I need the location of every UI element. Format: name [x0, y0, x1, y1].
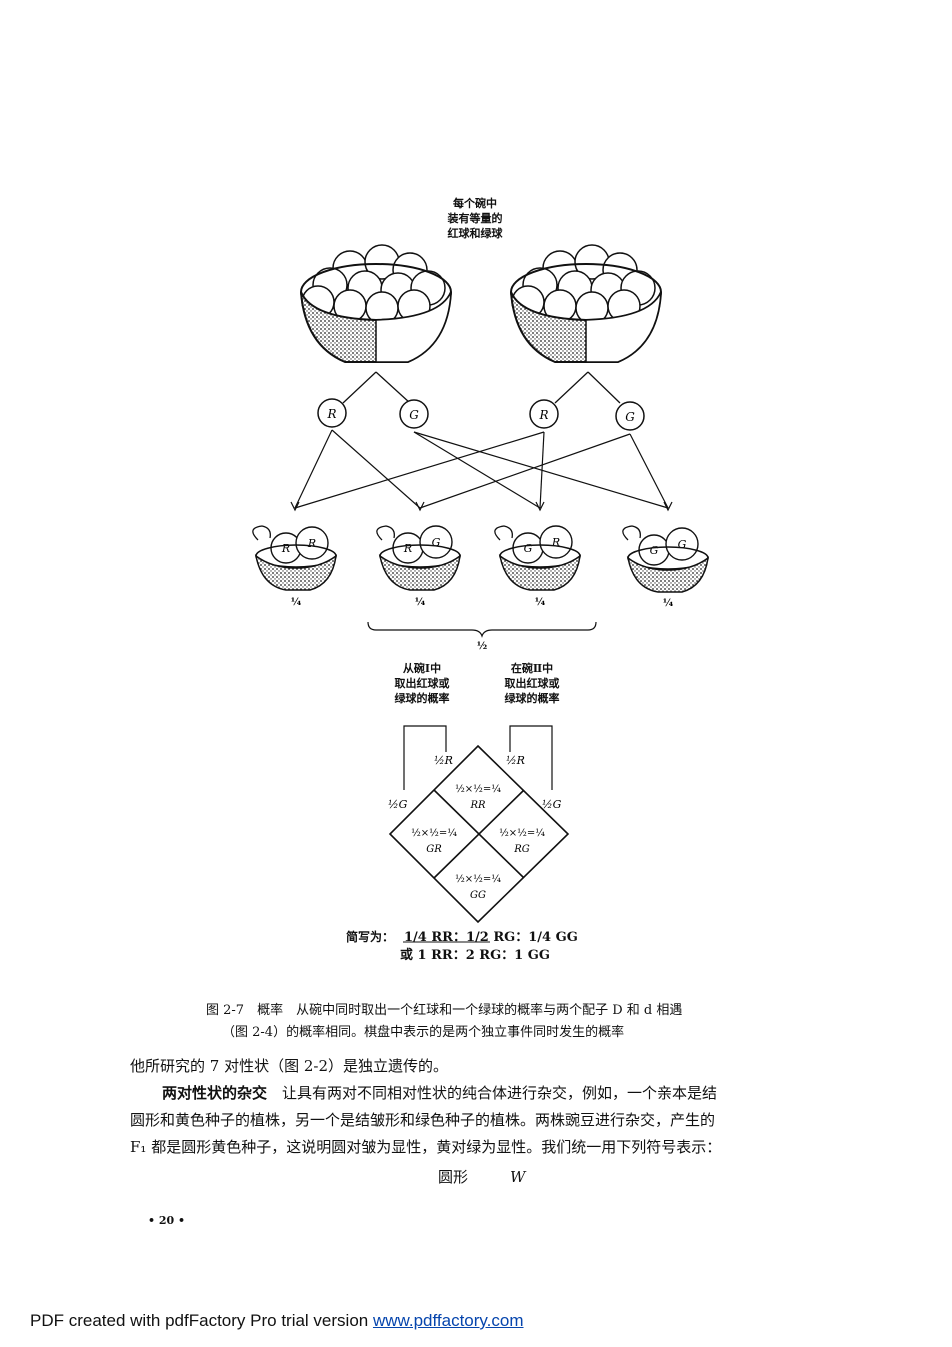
symbol-letter: W	[510, 1168, 526, 1186]
svg-text:R: R	[307, 537, 316, 550]
svg-text:R: R	[403, 542, 412, 555]
body-line-rest: 让具有两对不同相对性状的纯合体进行杂交，例如，一个亲本是结	[267, 1084, 718, 1102]
small-bowl-3: G R	[494, 525, 581, 591]
checkerboard	[388, 744, 570, 924]
bowl1-label-line: 绿球的概率	[394, 692, 450, 705]
small-bowl-1: R R	[252, 525, 337, 591]
gamete-ball: R	[529, 399, 559, 429]
bowl2-label: 在碗Ⅱ中 取出红球或 绿球的概率	[492, 661, 572, 706]
label-left-top: ½R	[434, 754, 453, 767]
footer-link[interactable]: www.pdffactory.com	[372, 1311, 524, 1330]
cell-bottom-calc: ½×½=¼	[455, 874, 501, 885]
gamete-row: R G R G	[317, 398, 645, 431]
svg-text:G: G	[678, 538, 687, 551]
summary-line1: 1/4 RR：1/2 RG：1/4 GG	[404, 930, 578, 945]
bowl-prob: ¼	[291, 597, 302, 608]
bowl2-label-line: 在碗Ⅱ中	[510, 662, 554, 675]
crossing-arrows	[294, 429, 669, 509]
bowl1-label-line: 从碗Ⅰ中	[402, 662, 442, 675]
probability-figure: R G R G R R	[252, 244, 709, 943]
label-right-mid: ½G	[542, 798, 562, 811]
label-right-top: ½R	[506, 754, 525, 767]
caption-line: （图 2-4）的概率相同。棋盘中表示的是两个独立事件同时发生的概率	[222, 1025, 625, 1040]
brace	[367, 621, 597, 638]
svg-text:R: R	[538, 408, 548, 422]
svg-text:R: R	[551, 536, 560, 549]
bowl2-label-line: 取出红球或	[504, 677, 560, 690]
gamete-ball: G	[399, 399, 429, 429]
body-line: 圆形和黄色种子的植株，另一个是结皱形和绿色种子的植株。两株豌豆进行杂交，产生的	[130, 1111, 716, 1129]
big-bowl-1	[300, 244, 452, 363]
footer-text: PDF created with pdfFactory Pro trial ve…	[30, 1311, 373, 1330]
cell-left-calc: ½×½=¼	[411, 828, 457, 839]
svg-text:G: G	[524, 542, 533, 555]
cell-bottom-genotype: GG	[470, 890, 486, 901]
symbol-word: 圆形	[438, 1168, 469, 1186]
label-left-mid: ½G	[388, 798, 408, 811]
svg-text:G: G	[409, 408, 419, 422]
body-line: F₁ 都是圆形黄色种子，这说明圆对皱为显性，黄对绿为显性。我们统一用下列符号表示…	[130, 1138, 722, 1156]
figure-top-label: 每个碗中 装有等量的 红球和绿球	[420, 196, 530, 241]
page-number: • 20 •	[148, 1214, 186, 1227]
svg-text:R: R	[281, 542, 290, 555]
top-label-line: 装有等量的	[447, 212, 503, 225]
section-heading: 两对性状的杂交	[162, 1084, 268, 1102]
svg-text:G: G	[650, 544, 659, 557]
top-label-line: 红球和绿球	[447, 227, 503, 240]
bowl-prob: ¼	[535, 597, 546, 608]
body-line: 他所研究的 7 对性状（图 2-2）是独立遗传的。	[130, 1057, 449, 1075]
brace-label: ½	[477, 641, 487, 652]
figure-caption: 图 2-7 概率 从碗中同时取出一个红球和一个绿球的概率与两个配子 D 和 d …	[206, 1000, 682, 1044]
summary-line2: 或 1 RR：2 RG：1 GG	[400, 948, 550, 963]
body-line: 两对性状的杂交 让具有两对不同相对性状的纯合体进行杂交，例如，一个亲本是结	[130, 1080, 830, 1107]
caption-line: 图 2-7 概率 从碗中同时取出一个红球和一个绿球的概率与两个配子 D 和 d …	[206, 1003, 683, 1018]
gamete-ball: R	[317, 398, 347, 428]
gamete-ball: G	[615, 401, 645, 431]
summary-prefix: 简写为：	[346, 930, 395, 944]
cell-right-genotype: RG	[513, 844, 530, 855]
svg-text:G: G	[625, 410, 635, 424]
svg-text:G: G	[432, 536, 441, 549]
cell-left-genotype: GR	[426, 844, 442, 855]
bowl-prob: ¼	[663, 598, 674, 609]
bowl1-label-line: 取出红球或	[394, 677, 450, 690]
cell-top-genotype: RR	[469, 800, 486, 811]
body-text: 他所研究的 7 对性状（图 2-2）是独立遗传的。 两对性状的杂交 让具有两对不…	[130, 1053, 830, 1161]
small-bowl-2: R G	[376, 525, 461, 591]
bowl2-label-line: 绿球的概率	[504, 692, 560, 705]
bowl1-label: 从碗Ⅰ中 取出红球或 绿球的概率	[382, 661, 462, 706]
top-label-line: 每个碗中	[453, 197, 497, 210]
pdf-footer: PDF created with pdfFactory Pro trial ve…	[30, 1311, 524, 1331]
big-bowl-2	[510, 244, 662, 363]
bowl-prob: ¼	[415, 597, 426, 608]
cell-right-calc: ½×½=¼	[499, 828, 545, 839]
svg-text:R: R	[326, 407, 336, 421]
cell-top-calc: ½×½=¼	[455, 784, 501, 795]
small-bowl-4: G G	[622, 525, 709, 593]
